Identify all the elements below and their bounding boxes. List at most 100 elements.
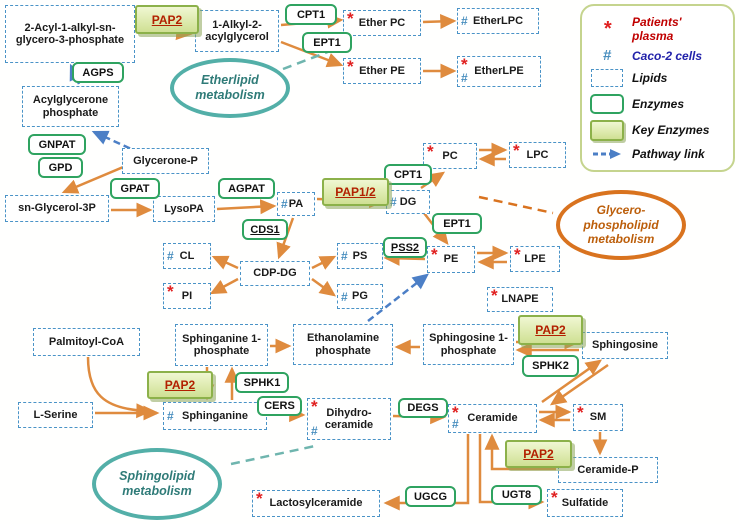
arrow-cdpdg-to-ps (311, 255, 337, 270)
caco2-marker: # (602, 47, 612, 65)
lipid-acylglycerone-phosphate: Acylglycerone phosphate (22, 86, 119, 127)
lipid-pc: *PC (423, 143, 477, 169)
lipid-lpe: *LPE (510, 246, 560, 272)
plasma-marker: * (461, 55, 468, 74)
enzyme-agpat: AGPAT (218, 178, 275, 199)
key-enzyme-pap2-ether: PAP2 (135, 5, 199, 34)
pathway-link-arrow-icon (593, 148, 621, 159)
lipid-lactosylceramide: *Lactosylceramide (252, 490, 380, 517)
lipid-lpc: *LPC (509, 142, 566, 168)
enzyme-sphk1: SPHK1 (235, 372, 289, 393)
enzyme-gpd: GPD (38, 157, 83, 178)
plasma-marker: * (603, 18, 611, 41)
enzyme-cpt1-glycero: CPT1 (384, 164, 432, 185)
plasma-marker: * (452, 403, 459, 422)
lipid-lnape: *LNAPE (487, 287, 553, 312)
arrow-cdpdg-to-pg (311, 277, 337, 297)
arrow-etherpc-to-etherlpc (422, 13, 457, 29)
caco2-marker: # (452, 417, 459, 431)
caco2-marker: # (461, 71, 468, 85)
link-glyceronep-to-acylglycerone (91, 130, 141, 155)
lipid-ethanolamine-phosphate: Ethanolamine phosphate (293, 324, 393, 365)
key-enzyme-pap2-sphinganine: PAP2 (147, 371, 213, 399)
arrow-palmitoyl-to-sphinganine (86, 356, 153, 419)
arrow-lysopa-to-pa (216, 199, 277, 215)
enzyme-gnpat: GNPAT (28, 134, 86, 155)
lipid-ether-pc: *Ether PC (343, 10, 421, 36)
arrow-alkyl-to-etherpe (280, 40, 344, 68)
plasma-marker: * (256, 489, 263, 508)
lipid-dg: #DG (386, 190, 430, 214)
key-enzyme-swatch (590, 119, 624, 141)
arrow-ceramidep-to-ceramide (484, 433, 556, 471)
lipid-sphingosine: Sphingosine (582, 332, 668, 359)
lipid-ether-pe: *Ether PE (343, 58, 421, 84)
key-enzyme-pap1-2: PAP1/2 (322, 178, 389, 206)
pointer-glycerophospholipid (478, 195, 554, 215)
region-etherlipid-metabolism: Etherlipid metabolism (170, 58, 290, 118)
lipid-l-serine: L-Serine (18, 402, 93, 428)
plasma-marker: * (577, 403, 584, 422)
plasma-marker: * (167, 282, 174, 301)
enzyme-swatch (590, 93, 624, 114)
arrow-cdpdg-to-cl (211, 255, 239, 270)
legend-caco2-cells: # Caco-2 cells (590, 47, 725, 65)
enzyme-ugt8: UGT8 (491, 485, 542, 505)
caco2-marker: # (311, 424, 318, 438)
region-glycerophospholipid-metabolism: Glycero- phospholipid metabolism (556, 190, 686, 260)
caco2-marker: # (390, 195, 397, 209)
lipid-glycerone-p: Glycerone-P (122, 148, 209, 174)
plasma-marker: * (427, 142, 434, 161)
legend: * Patients' plasma # Caco-2 cells Lipids… (580, 4, 735, 172)
lipid-sm: *SM (573, 404, 623, 431)
region-pointer-lines (230, 48, 554, 466)
lipid-dihydroceramide: *#Dihydro-ceramide (307, 398, 391, 440)
caco2-marker: # (281, 197, 288, 211)
lipid-cdp-dg: CDP-DG (240, 261, 310, 286)
caco2-marker: # (341, 249, 348, 263)
enzyme-ept1-glycero: EPT1 (432, 213, 482, 234)
caco2-marker: # (167, 409, 174, 423)
lipid-etherlpc: #EtherLPC (457, 8, 539, 34)
key-enzyme-pap2-sphingosine: PAP2 (518, 315, 583, 345)
legend-lipids: Lipids (590, 69, 725, 88)
legend-enzymes: Enzymes (590, 93, 725, 114)
lipid-sphinganine-1-phosphate: Sphinganine 1-phosphate (175, 324, 268, 366)
lipid-palmitoyl-coa: Palmitoyl-CoA (33, 328, 140, 356)
lipid-pe: *PE (427, 246, 475, 273)
plasma-marker: * (311, 397, 318, 416)
legend-patients-plasma: * Patients' plasma (590, 15, 725, 43)
lipid-lysopa: LysoPA (153, 196, 215, 222)
legend-key-enzymes: Key Enzymes (590, 119, 725, 141)
enzyme-cpt1-ether: CPT1 (285, 4, 337, 25)
lipid-ps: #PS (337, 243, 383, 269)
lipid-pi: *PI (163, 283, 211, 309)
lipid-etherlpe: *#EtherLPE (457, 56, 541, 87)
lipid-pg: #PG (337, 284, 383, 309)
pointer-sphingolipid (230, 444, 316, 466)
plasma-marker: * (514, 245, 521, 264)
plasma-marker: * (491, 286, 498, 305)
link-ethanolaminep-to-pe (367, 273, 429, 322)
enzyme-cds1: CDS1 (242, 219, 288, 240)
caco2-marker: # (341, 289, 348, 304)
lipid-sulfatide: *Sulfatide (547, 489, 623, 517)
lipid-sphinganine: #Sphinganine (163, 402, 267, 430)
lipid-ceramide-p: Ceramide-P (558, 457, 658, 483)
lipid-pa: #PA (277, 192, 315, 216)
enzyme-cers: CERS (257, 396, 302, 416)
caco2-marker: # (167, 249, 174, 263)
lipid-sn-glycerol-3p: sn-Glycerol-3P (5, 195, 109, 222)
plasma-marker: * (551, 488, 558, 507)
key-enzyme-pap2-ceramide: PAP2 (505, 440, 572, 468)
arrow-cdpdg-to-pi (209, 277, 239, 295)
arrow-dg-to-pc (420, 171, 446, 190)
pointer-etherlipid (282, 48, 334, 71)
arrow-sphingosine-to-ceramide (549, 363, 609, 406)
enzyme-gpat: GPAT (110, 178, 160, 199)
lipid-ceramide: *#Ceramide (448, 404, 537, 433)
lipid-1-alkyl-2-acylglycerol: 1-Alkyl-2-acylglycerol (195, 10, 279, 52)
region-sphingolipid-metabolism: Sphingolipid metabolism (92, 448, 222, 520)
enzyme-pss2: PSS2 (383, 237, 427, 258)
plasma-marker: * (513, 141, 520, 160)
